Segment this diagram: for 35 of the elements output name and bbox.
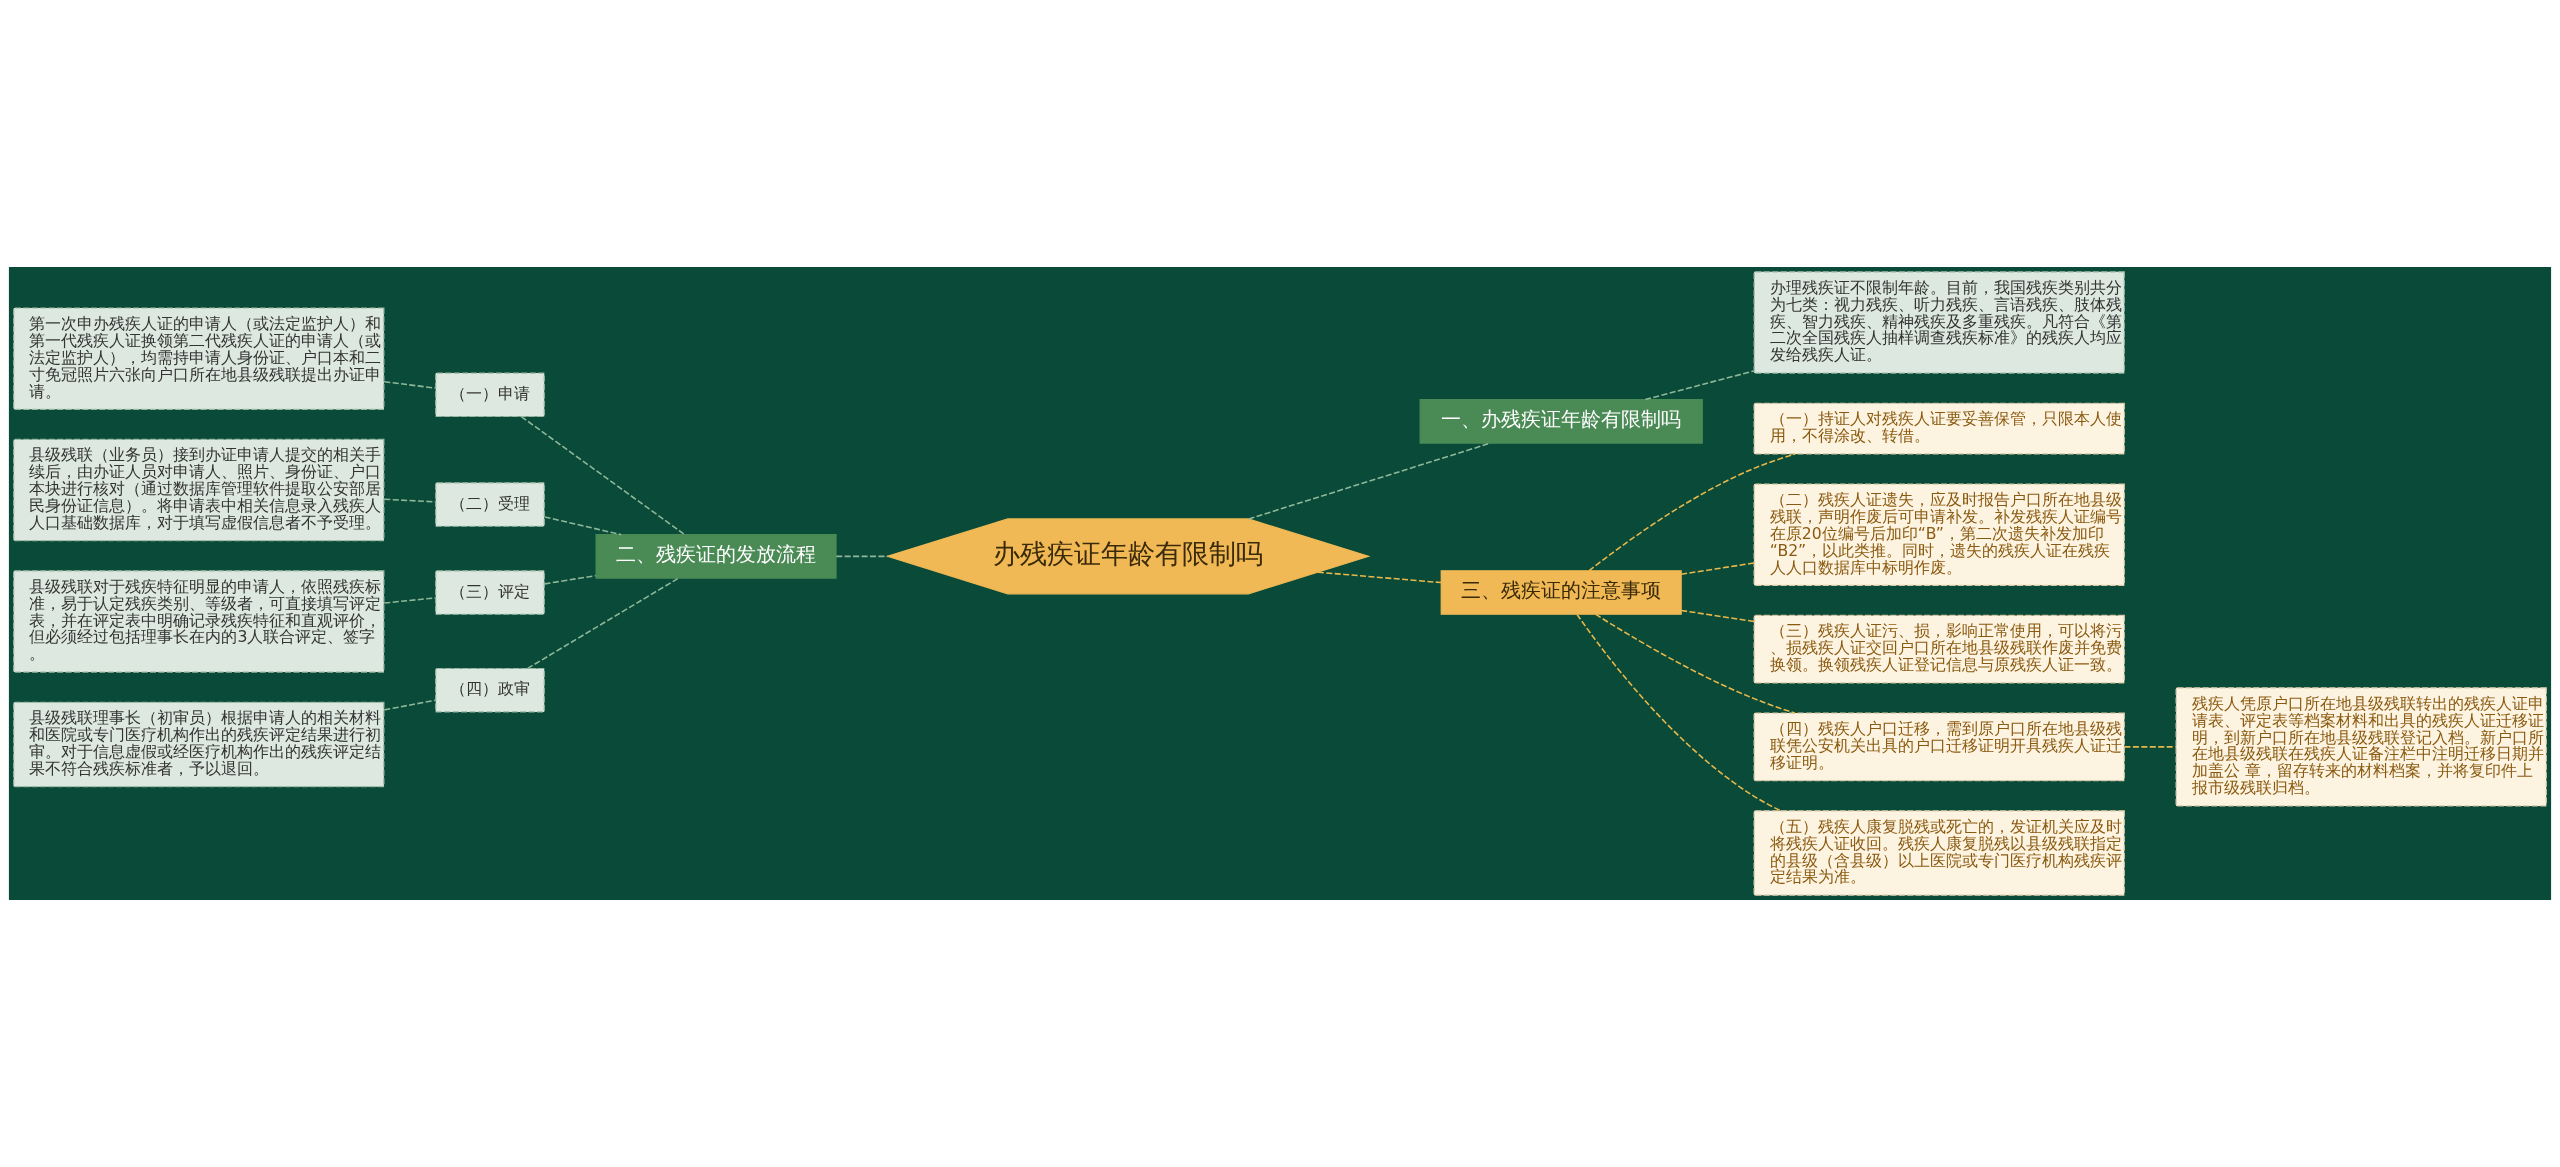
node-box: 残疾人凭原户口所在地县级残联转出的残疾人证申请表、评定表等档案材料和出具的残疾人证迁移证明，到新户口所在地县级残联登记入档。新户口所在地县级残联在残疾人证备注栏中注明迁移日期并加盖公 章，留存转来的材料档案，并将复印件上报市级残联归档。 [2175, 687, 2547, 807]
node-box: （一）申请 [435, 372, 545, 418]
connector [1588, 453, 1797, 572]
connector [835, 555, 889, 558]
node-box: （四）残疾人户口迁移，需到原户口所在地县级残联凭公安机关出具的户口迁移证明开具残疾人证迁移证明。 [1753, 712, 2125, 782]
node-box: 第一次申办残疾人证的申请人（或法定监护人）和第一代残疾人证换领第二代残疾人证的申请人（或法定监护人），均需持申请人身份证、户口本和二寸免冠照片六张向户口所在地县级残联提出办证申请。 [13, 307, 385, 410]
node-box: 办理残疾证不限制年龄。目前，我国残疾类别共分为七类：视力残疾、听力残疾、言语残疾、肢体残疾、智力残疾、精神残疾及多重残疾。凡符合《第二次全国残疾人抽样调查残疾标准》的残疾人均应发给残疾人证。 [1753, 271, 2125, 374]
node-box: 县级残联对于残疾特征明显的申请人，依照残疾标准，易于认定残疾类别、等级者，可直接填写评定表，并在评定表中明确记录残疾特征和直观评价，但必须经过包括理事长在内的3人联合评定、签字。 [13, 570, 385, 673]
connector [1317, 571, 1442, 584]
node-box: 县级残联（业务员）接到办证申请人提交的相关手续后，由办证人员对申请人、照片、身份证、户口本块进行核对（通过数据库管理软件提取公安部居民身份证信息）。将申请表中相关信息录入残疾人人口基础数据库，对于填写虚假信息者不予受理。 [13, 438, 385, 542]
connector [520, 415, 686, 536]
connector [383, 380, 436, 389]
connector [1680, 609, 1755, 623]
connector [1680, 562, 1755, 575]
node-box: （三）评定 [435, 570, 545, 615]
connector [1247, 442, 1492, 520]
connector [543, 516, 622, 536]
node-box: 县级残联理事长（初审员）根据申请人的相关材料和医院或专门医疗机构作出的残疾评定结果进行初审。对于信息虚假或经医疗机构作出的残疾评定结果不符合残疾标准者，予以退回。 [13, 701, 385, 788]
connector [1595, 613, 1796, 714]
connector [526, 577, 680, 670]
node-box: （四）政审 [435, 667, 545, 713]
node-box: 二、残疾证的发放流程 [595, 534, 837, 579]
node-box: 一、办残疾证年龄有限制吗 [1419, 399, 1703, 444]
connector [1576, 613, 1782, 812]
connector [2123, 746, 2177, 748]
connector [383, 699, 436, 711]
node-box: （三）残疾人证污、损，影响正常使用，可以将污、损残疾人证交回户口所在地县级残联作废并免费换领。换领残疾人证登记信息与原残疾人证一致。 [1753, 614, 2125, 684]
node-box: （二）受理 [435, 482, 545, 527]
node-box: （一）持证人对残疾人证要妥善保管，只限本人使用，不得涂改、转借。 [1753, 402, 2125, 455]
connector [383, 597, 436, 604]
connector [543, 574, 597, 585]
node-box: （五）残疾人康复脱残或死亡的，发证机关应及时将残疾人证收回。残疾人康复脱残以县级残联指定的县级（含县级）以上医院或专门医疗机构残疾评定结果为准。 [1753, 810, 2125, 896]
node-box: 三、残疾证的注意事项 [1440, 570, 1682, 615]
connector [1644, 370, 1755, 401]
node-box: （二）残疾人证遗失，应及时报告户口所在地县级残联，声明作废后可申请补发。补发残疾人证编号在原20位编号后加印“B”，第二次遗失补发加印“B2”，以此类推。同时，遗失的残疾人证在残疾人人口数据库中标明作废。 [1753, 483, 2125, 586]
